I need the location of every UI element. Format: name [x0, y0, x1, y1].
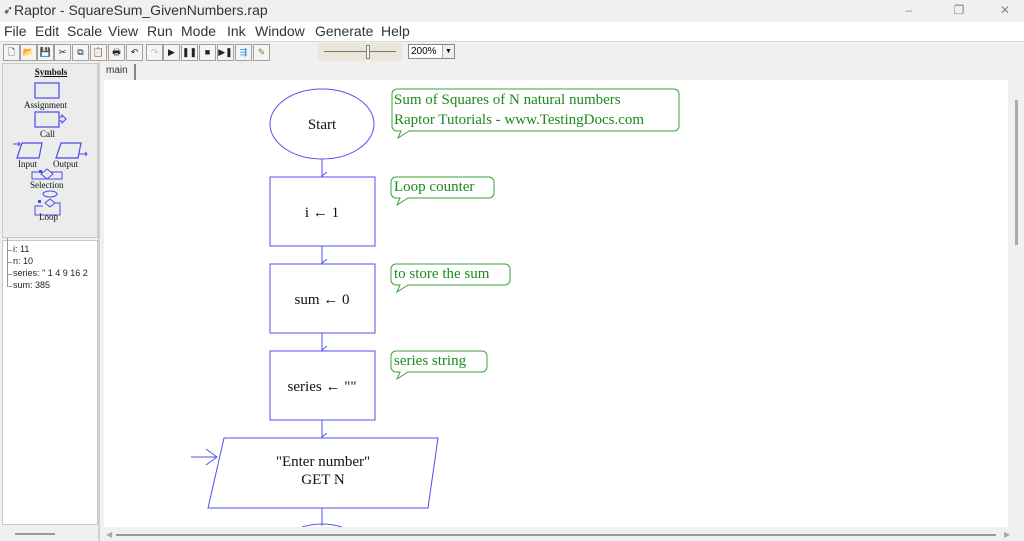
symbols-title: Symbols — [34, 67, 68, 77]
copy-icon[interactable]: ⧉ — [72, 44, 89, 61]
speed-slider[interactable] — [318, 43, 402, 61]
paste-icon[interactable]: 📋 — [90, 44, 107, 61]
chevron-down-icon[interactable]: ▼ — [442, 45, 454, 58]
menu-run[interactable]: Run — [147, 23, 173, 39]
selection-label: Selection — [30, 180, 64, 190]
call-symbol-icon[interactable] — [34, 111, 68, 128]
flowchart-canvas[interactable]: Start Sum of Squares of N natural number… — [104, 80, 1008, 527]
tab-main[interactable]: main — [104, 64, 136, 80]
input-get-n[interactable]: "Enter number" GET N — [191, 437, 439, 509]
window-title: Raptor - SquareSum_GivenNumbers.rap — [14, 2, 268, 18]
scrollbar-thumb[interactable] — [15, 533, 55, 535]
assignment-i[interactable]: i ← 1 — [269, 176, 376, 247]
minimize-button[interactable]: – — [905, 3, 913, 17]
slider-track — [324, 51, 396, 52]
input-label: Input — [18, 159, 37, 169]
open-file-icon[interactable]: 📂 — [20, 44, 37, 61]
left-panel: Symbols Assignment Call Input Output — [0, 62, 100, 541]
watch-variable[interactable]: sum: 385 — [7, 274, 50, 290]
redo-icon[interactable]: ↷ — [146, 44, 163, 61]
menu-help[interactable]: Help — [381, 23, 410, 39]
vertical-scrollbar[interactable] — [1008, 80, 1024, 527]
new-file-icon[interactable]: 🗋 — [3, 44, 20, 61]
comment-text: to store the sum — [394, 266, 490, 282]
call-label: Call — [40, 129, 55, 139]
assignment-text: series ← "" — [288, 379, 357, 395]
save-icon[interactable]: 💾 — [37, 44, 54, 61]
undo-icon[interactable]: ↶ — [126, 44, 143, 61]
menu-view[interactable]: View — [108, 23, 139, 39]
zoom-select[interactable]: 200% ▼ — [408, 44, 455, 59]
header-comment-line1: Sum of Squares of N natural numbers — [394, 92, 621, 108]
step-icon[interactable]: ▶❚ — [217, 44, 234, 61]
assignment-text: i ← 1 — [305, 205, 339, 221]
print-icon[interactable]: 🖶 — [108, 44, 125, 61]
menu-generate[interactable]: Generate — [315, 23, 374, 39]
scrollbar-thumb[interactable] — [1015, 100, 1018, 245]
input-symbol-icon[interactable] — [12, 141, 44, 159]
comment-series-string[interactable]: series string — [390, 350, 488, 381]
assignment-label: Assignment — [24, 100, 68, 110]
menu-window[interactable]: Window — [255, 23, 305, 39]
scroll-right-icon[interactable]: ▶ — [1004, 530, 1011, 539]
header-comment[interactable]: Sum of Squares of N natural numbers Rapt… — [391, 88, 680, 140]
comment-text: Loop counter — [394, 179, 474, 195]
assignment-series[interactable]: series ← "" — [269, 350, 376, 421]
toolbar: 🗋 📂 💾 ✂ ⧉ 📋 🖶 ↶ ↷ ▶ ❚❚ ■ ▶❚ ⇶ ✎ — [0, 43, 1024, 62]
watch-variable[interactable]: n: 10 — [7, 250, 33, 266]
menu-edit[interactable]: Edit — [35, 23, 60, 39]
horizontal-scrollbar[interactable]: ◀ ▶ — [104, 527, 1024, 541]
slider-thumb[interactable] — [366, 45, 370, 59]
start-label: Start — [308, 117, 337, 133]
selection-symbol-icon[interactable] — [31, 168, 63, 180]
close-button[interactable]: ✕ — [999, 3, 1011, 17]
comment-loop-counter[interactable]: Loop counter — [390, 176, 495, 207]
title-bar: ➶ Raptor - SquareSum_GivenNumbers.rap – … — [0, 0, 1024, 21]
start-terminal[interactable]: Start — [269, 88, 375, 160]
pause-icon[interactable]: ❚❚ — [181, 44, 198, 61]
watch-horizontal-scrollbar[interactable] — [2, 527, 98, 541]
run-icon[interactable]: ▶ — [163, 44, 180, 61]
comment-text: series string — [394, 353, 467, 369]
watch-variable[interactable]: series: " 1 4 9 16 2 — [7, 262, 88, 278]
menu-ink[interactable]: Ink — [227, 23, 246, 39]
maximize-button[interactable]: ❐ — [953, 3, 965, 17]
menu-bar: File Edit Scale View Run Mode Ink Window… — [0, 22, 1024, 42]
output-label: Output — [53, 159, 79, 169]
assignment-text: sum ← 0 — [294, 292, 349, 308]
tab-bar: main — [104, 62, 1024, 80]
header-comment-line2: Raptor Tutorials - www.TestingDocs.com — [394, 112, 644, 128]
menu-mode[interactable]: Mode — [181, 23, 217, 39]
menu-scale[interactable]: Scale — [67, 23, 103, 39]
menu-file[interactable]: File — [4, 23, 27, 39]
raptor-icon: ➶ — [3, 3, 14, 17]
input-prompt: "Enter number" — [276, 454, 370, 470]
watch-variable[interactable]: i: 11 — [7, 238, 29, 254]
output-symbol-icon[interactable] — [55, 141, 89, 159]
zoom-value: 200% — [411, 46, 437, 57]
test-server-icon[interactable]: ⇶ — [235, 44, 252, 61]
ink-pen-icon[interactable]: ✎ — [253, 44, 270, 61]
symbols-panel: Symbols Assignment Call Input Output — [2, 63, 98, 238]
loop-symbol-icon[interactable] — [33, 190, 63, 218]
loop-label: Loop — [39, 212, 58, 222]
cut-icon[interactable]: ✂ — [54, 44, 71, 61]
assignment-sum[interactable]: sum ← 0 — [269, 263, 376, 334]
watch-window: i: 11 n: 10 series: " 1 4 9 16 2 sum: 38… — [2, 238, 98, 525]
scrollbar-thumb[interactable] — [116, 534, 996, 536]
stop-icon[interactable]: ■ — [199, 44, 216, 61]
next-symbol-top — [301, 523, 343, 527]
assignment-symbol-icon[interactable] — [34, 82, 60, 99]
scroll-left-icon[interactable]: ◀ — [106, 530, 113, 539]
input-text: GET N — [301, 472, 345, 488]
comment-store-sum[interactable]: to store the sum — [390, 263, 511, 294]
